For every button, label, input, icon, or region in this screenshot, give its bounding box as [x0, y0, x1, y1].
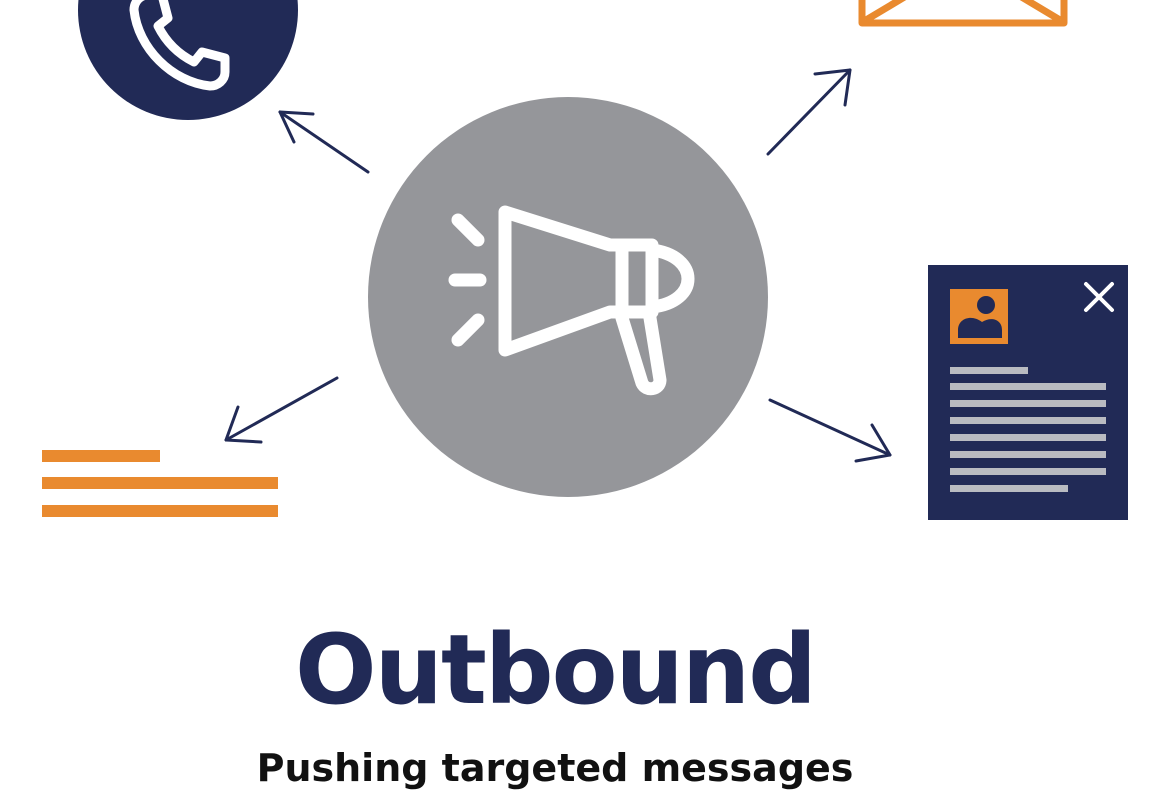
- arrow-to-popup: [768, 398, 892, 463]
- close-icon: [1084, 282, 1114, 312]
- page-subtitle: Pushing targeted messages: [256, 746, 854, 790]
- megaphone-node: [368, 97, 768, 497]
- megaphone-icon: [448, 205, 695, 396]
- popup-ad-node: [928, 265, 1128, 520]
- arrow-to-phone: [278, 110, 370, 174]
- outbound-diagram: [42, 0, 1128, 520]
- envelope-node: [858, 0, 1068, 27]
- text-lines-icon: [42, 450, 278, 517]
- text-lines-node: [42, 450, 278, 517]
- popup-ad-icon: [950, 282, 1114, 492]
- phone-icon: [129, 0, 230, 91]
- arrow-to-text-lines: [224, 376, 339, 444]
- megaphone-circle: [368, 97, 768, 497]
- phone-node: [78, 0, 298, 120]
- envelope-icon: [858, 0, 1068, 27]
- page-title: Outbound: [295, 614, 817, 726]
- arrow-to-envelope: [766, 68, 852, 156]
- popup-text-lines: [950, 367, 1106, 492]
